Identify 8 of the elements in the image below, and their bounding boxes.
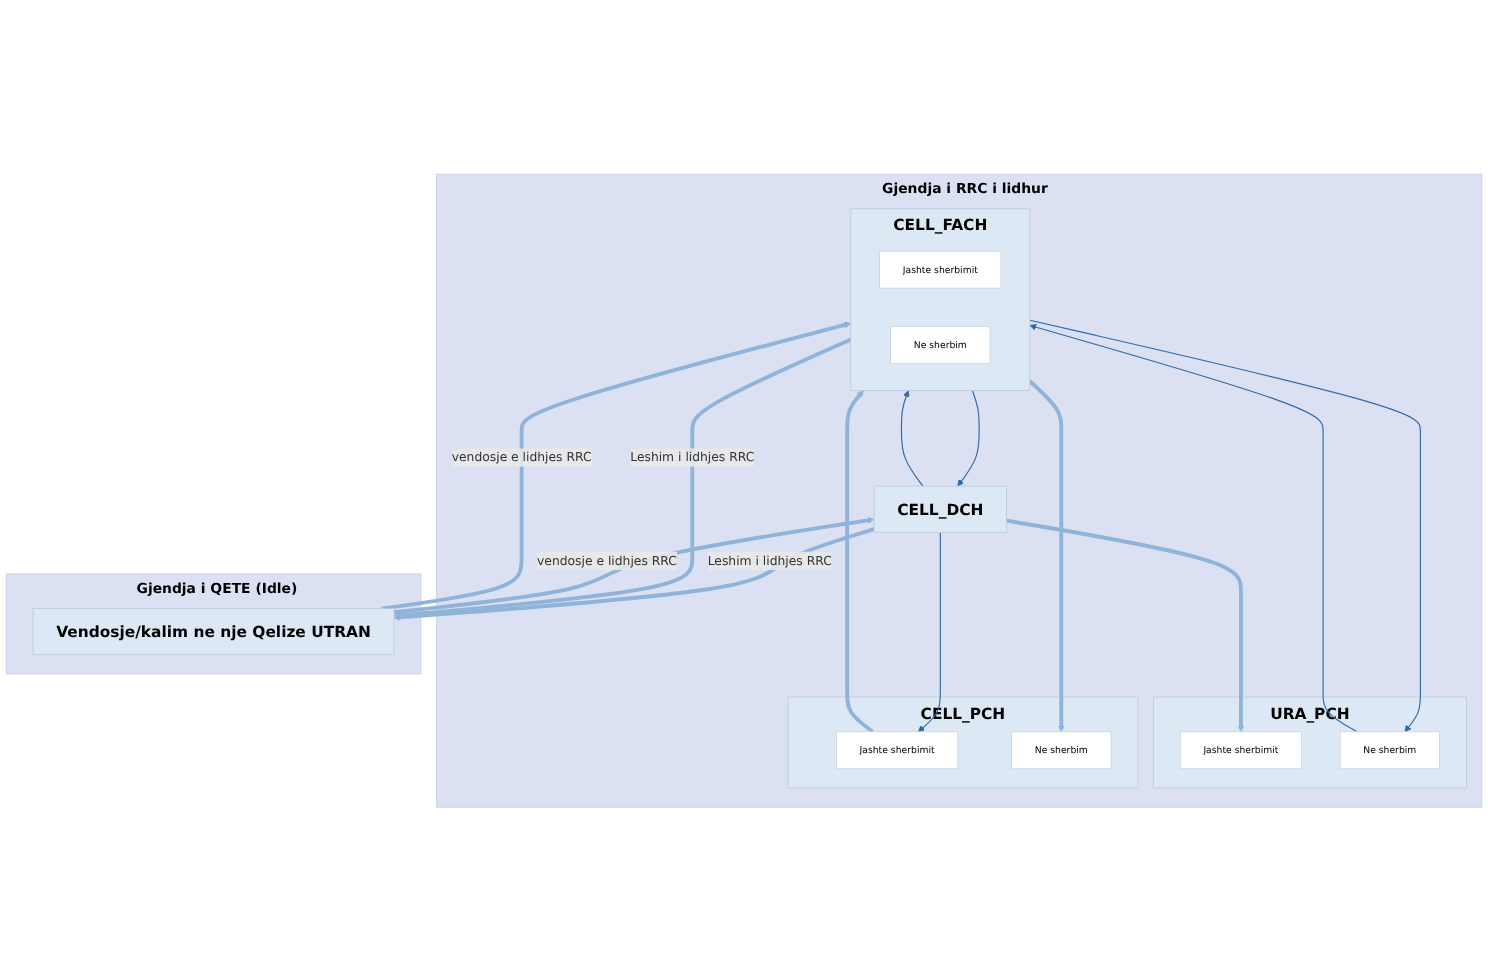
arrow xyxy=(1029,318,1421,732)
arrow xyxy=(1006,517,1245,732)
arrow xyxy=(900,389,924,486)
arrow xyxy=(957,389,980,486)
arrow xyxy=(1029,323,1358,732)
arrow xyxy=(917,531,941,732)
arrow xyxy=(1028,379,1065,732)
arrow xyxy=(845,389,874,733)
